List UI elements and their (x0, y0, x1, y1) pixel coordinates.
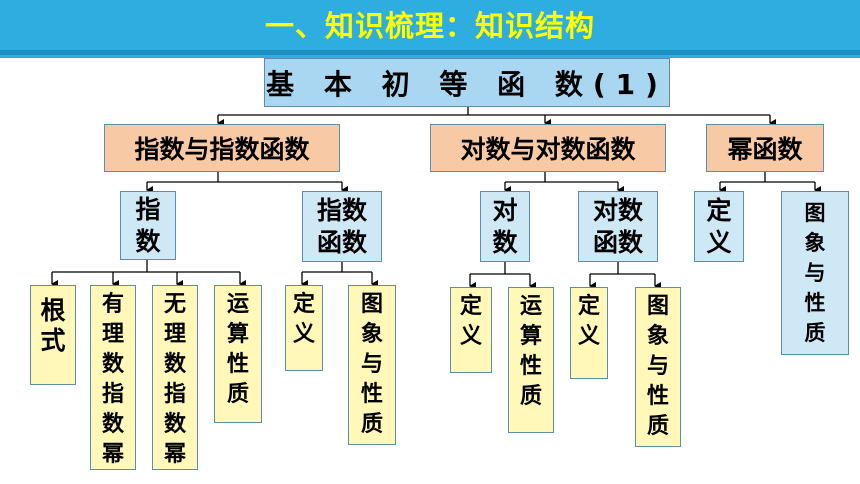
node-exponent: 指数 (120, 191, 176, 260)
leaf-radical-label: 根式 (40, 296, 66, 355)
leaf-exp-graph: 图象与性质 (348, 285, 396, 445)
node-logarithm-label: 对数 (492, 195, 518, 257)
node-logarithm: 对数 (480, 191, 530, 262)
page-title: 一、知识梳理：知识结构 (264, 9, 595, 43)
node-pow-definition: 定义 (694, 191, 744, 262)
node-pow-branch: 幂函数 (706, 124, 824, 172)
leaf-exp-definition: 定义 (285, 285, 323, 371)
leaf-log-definition-label: 定义 (460, 294, 483, 349)
node-exp-function: 指数函数 (302, 191, 382, 262)
leaf-exp-graph-label: 图象与性质 (361, 292, 384, 437)
node-exponent-label: 指数 (135, 194, 161, 256)
node-pow-graph: 图象与性质 (781, 191, 849, 355)
leaf-irrational-exponent: 无理数指数幂 (152, 285, 198, 470)
node-exp-function-label: 指数函数 (317, 195, 368, 257)
banner-stripe (0, 50, 860, 55)
node-log-function-label: 对数函数 (593, 195, 644, 257)
leaf-logfn-graph: 图象与性质 (635, 287, 681, 447)
node-log-branch-label: 对数与对数函数 (460, 135, 636, 164)
leaf-log-operations-label: 运算性质 (520, 294, 543, 409)
node-exp-branch: 指数与指数函数 (104, 124, 340, 172)
leaf-radical: 根式 (30, 285, 76, 385)
leaf-logfn-definition: 定义 (570, 287, 608, 379)
leaf-logfn-graph-label: 图象与性质 (647, 294, 670, 439)
node-pow-branch-label: 幂函数 (727, 135, 803, 164)
leaf-log-definition: 定义 (450, 287, 492, 373)
node-log-branch: 对数与对数函数 (430, 124, 666, 172)
node-pow-graph-label: 图象与性质 (804, 201, 826, 345)
leaf-exp-operations-label: 运算性质 (227, 292, 250, 407)
leaf-log-operations: 运算性质 (508, 287, 554, 433)
leaf-exp-definition-label: 定义 (293, 292, 316, 347)
leaf-exp-operations: 运算性质 (214, 285, 262, 423)
leaf-rational-exponent: 有理数指数幂 (90, 285, 136, 470)
leaf-irrational-exponent-label: 无理数指数幂 (164, 292, 187, 467)
leaf-rational-exponent-label: 有理数指数幂 (102, 292, 125, 467)
node-pow-definition-label: 定义 (706, 195, 732, 257)
root-node: 基 本 初 等 函 数(1) (264, 58, 670, 107)
title-banner (0, 0, 860, 58)
node-log-function: 对数函数 (578, 191, 658, 262)
root-label: 基 本 初 等 函 数(1) (266, 67, 668, 101)
leaf-logfn-definition-label: 定义 (578, 294, 601, 349)
node-exp-branch-label: 指数与指数函数 (134, 135, 310, 164)
